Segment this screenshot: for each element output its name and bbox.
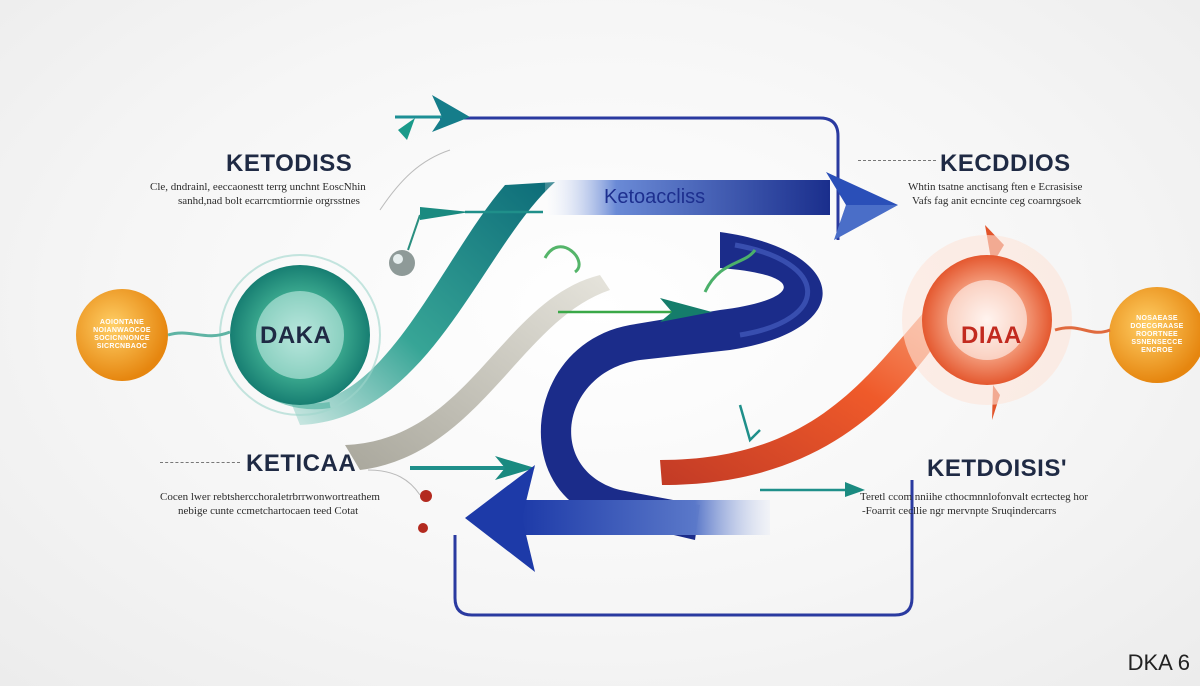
loop-frame-bottom — [453, 480, 914, 617]
left-pill-text: AOIONTANE NOIANWAOCOE SOCICNNONCE SICRCN… — [82, 300, 162, 370]
left-node-inner — [256, 291, 344, 379]
left-pill-line-1: AOIONTANE — [99, 319, 145, 326]
teal-right-arrowhead — [845, 482, 865, 497]
right-node-label: DIAA — [961, 322, 1022, 349]
right-pill-line-5: ENCROE — [1141, 347, 1173, 354]
teal-ribbon — [290, 182, 555, 425]
grey-bead — [389, 250, 415, 276]
caption-top-left-1: Cle, dndrainl, eeccaonestt terrg unchnt … — [150, 181, 366, 193]
caption-bottom-left-2: nebige cunte ccmetchartocaen teed Cotat — [178, 505, 359, 517]
left-node-label: DAKA — [260, 322, 332, 349]
right-node-inner — [947, 280, 1027, 360]
green-hook — [738, 404, 761, 443]
left-pill — [76, 289, 168, 381]
right-pill-line-2: DOECGRAASE — [1130, 323, 1184, 330]
teal-bottom-arrowhead — [495, 456, 535, 480]
right-pill-line-3: ROORTNEE — [1135, 331, 1179, 338]
right-connector — [1054, 326, 1111, 334]
heading-bottom-left: KETICAA — [246, 450, 357, 477]
green-curl-1 — [543, 245, 581, 274]
caption-bottom-right-1: Teretl ccom nniihe cthocmnnlofonvalt ecr… — [860, 491, 1088, 503]
caption-top-right-2: Vafs fag anit ecncinte ceg coarnrgsoek — [912, 195, 1082, 207]
grey-bead-shine — [393, 254, 403, 264]
caption-top-right-1: Whtin tsatne anctisang ften e Ecrasisise — [908, 181, 1083, 193]
right-pill-line-4: SSNENSECCE — [1131, 339, 1183, 346]
heading-top-right: KECDDIOS — [940, 150, 1071, 177]
leader-top-right — [858, 160, 936, 161]
left-pill-line-4: SICRCNBAOC — [96, 343, 148, 350]
navy-bottom-arrowhead — [465, 465, 535, 572]
grey-ribbon — [345, 275, 610, 470]
caption-bottom-left-1: Cocen lwer rebtshercchoraletrbrrwonwortr… — [160, 491, 380, 503]
top-teal-arrowhead — [432, 95, 470, 132]
caption-bottom-right-2: -Foarrit cecllie ngr mervnpte Sruqinderc… — [862, 505, 1057, 517]
green-curl-2 — [703, 249, 757, 293]
left-pill-line-3: SOCICNNONCE — [94, 335, 150, 342]
thin-curve-2 — [367, 469, 421, 496]
right-pill-line-1: NOSAEASE — [1136, 315, 1178, 322]
red-bead-2 — [418, 523, 428, 533]
banner-label: Ketoaccliss — [604, 186, 706, 208]
navy-s-highlight — [734, 242, 811, 338]
bead-stem — [407, 214, 421, 251]
heading-top-left: KETODISS — [226, 150, 353, 177]
thin-curve-1 — [379, 149, 451, 211]
navy-s-ribbon — [540, 232, 823, 540]
leader-bottom-left — [160, 462, 240, 463]
leaf-accent-1 — [398, 118, 415, 140]
banner-arrowhead-shine — [834, 205, 898, 240]
red-bead-1 — [420, 490, 432, 502]
heading-bottom-right: KETDOISIS' — [927, 455, 1068, 482]
banner-arrow-body — [545, 180, 830, 215]
teal-mid-arrowhead — [420, 207, 470, 220]
left-connector — [167, 330, 231, 338]
loop-frame-top — [440, 116, 840, 240]
caption-top-left-2: sanhd,nad bolt ecarrcmtiorrnie orgrsstne… — [178, 195, 360, 207]
left-pill-line-2: NOIANWAOCOE — [93, 327, 151, 334]
right-pill — [1109, 287, 1200, 383]
green-mid-arrowhead — [660, 298, 712, 322]
navy-bottom-arrow-body — [520, 500, 770, 535]
corner-mark: DKA 6 — [1127, 650, 1190, 675]
right-pill-text: NOSAEASE DOECGRAASE ROORTNEE SSNENSECCE … — [1117, 295, 1197, 375]
